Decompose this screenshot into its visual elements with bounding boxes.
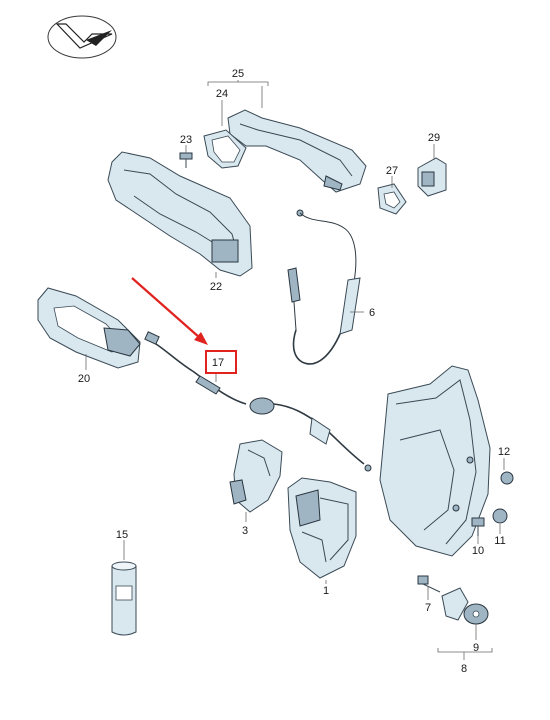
callout-12: 12	[498, 446, 510, 458]
callout-20: 20	[78, 373, 90, 385]
callout-24: 24	[216, 88, 228, 100]
grease-spray-can	[111, 561, 137, 636]
lock-cylinder-cover	[417, 157, 447, 197]
callout-10: 10	[472, 545, 484, 557]
red-arrow	[131, 277, 201, 339]
callout-6: 6	[369, 307, 375, 319]
inner-door-handle	[37, 287, 141, 369]
screw-7	[417, 575, 441, 593]
hinge-plate	[441, 587, 469, 621]
inner-release-cable	[144, 331, 372, 472]
callout-1: 1	[323, 585, 329, 597]
plug-11	[492, 508, 508, 524]
door-lock	[287, 477, 357, 579]
highlight-box	[205, 350, 237, 374]
callout-15: 15	[116, 529, 128, 541]
door-inner-panel	[379, 365, 491, 557]
outer-handle-cable	[287, 209, 361, 365]
lock-bracket	[229, 439, 283, 513]
cover-seal	[377, 183, 407, 215]
screw-23	[179, 152, 193, 168]
cap-12	[500, 471, 514, 485]
checkmark-logo-icon	[47, 15, 117, 59]
red-arrowhead	[194, 332, 208, 345]
washer-9	[463, 603, 489, 625]
callout-3: 3	[242, 525, 248, 537]
bolt-10	[471, 517, 485, 536]
callout-23: 23	[180, 134, 192, 146]
callout-17: 17	[212, 357, 224, 369]
handle-carrier	[107, 151, 253, 277]
callout-29: 29	[428, 132, 440, 144]
callout-27: 27	[386, 165, 398, 177]
callout-labels: 25 24 23 29 27 22 6 20 17 12 3 15 11 10 …	[78, 68, 510, 675]
callout-11: 11	[494, 535, 505, 547]
callout-22: 22	[210, 281, 222, 293]
highlight-annotation	[131, 277, 237, 374]
leader-lines	[85, 80, 505, 660]
handle-gasket	[203, 129, 247, 169]
callout-9: 9	[473, 642, 479, 654]
callout-8: 8	[461, 663, 467, 675]
outer-door-handle	[227, 109, 367, 193]
callout-25: 25	[232, 68, 244, 80]
callout-7: 7	[425, 602, 431, 614]
